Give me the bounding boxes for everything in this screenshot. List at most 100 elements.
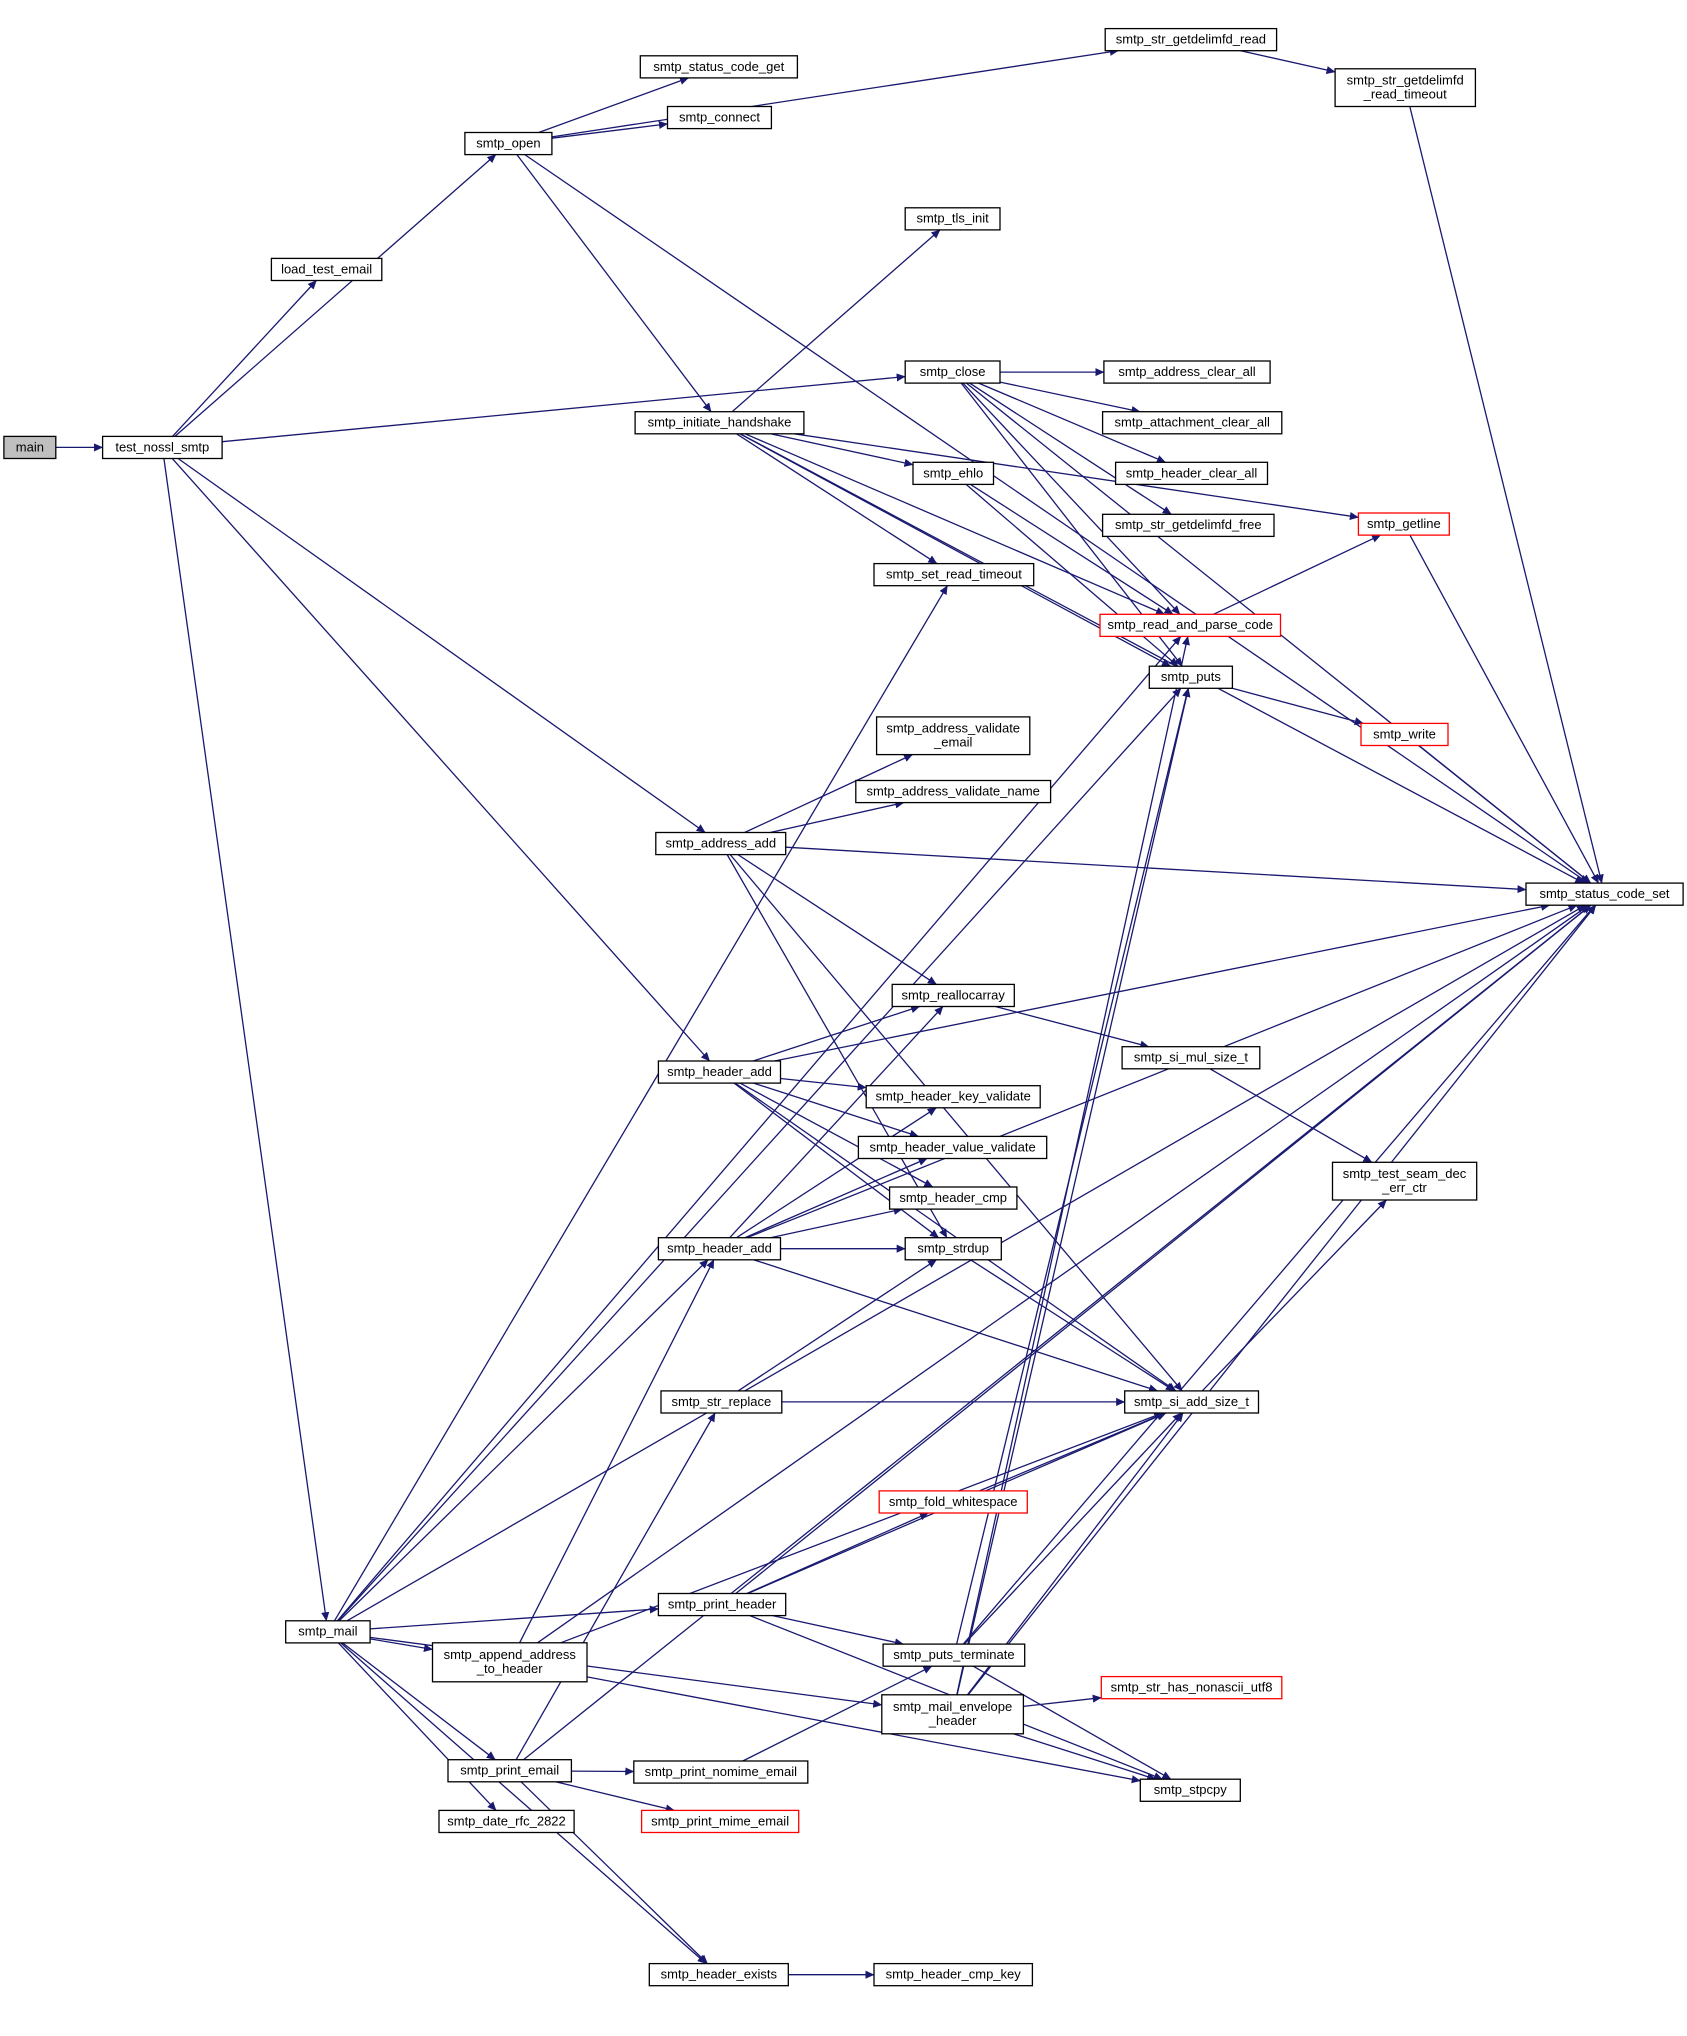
node-box[interactable] bbox=[1331, 1161, 1478, 1201]
node-box[interactable] bbox=[865, 1085, 1041, 1109]
node-box[interactable] bbox=[1103, 360, 1271, 384]
node-smtp_mail_envelope_header[interactable]: smtp_mail_envelope_header bbox=[881, 1694, 1025, 1735]
node-smtp_str_getdelimfd_read_timeout[interactable]: smtp_str_getdelimfd_read_timeout bbox=[1334, 68, 1477, 108]
node-box[interactable] bbox=[431, 1642, 588, 1683]
node-box[interactable] bbox=[1101, 513, 1275, 538]
node-smtp_reallocarray[interactable]: smtp_reallocarray bbox=[891, 983, 1015, 1008]
node-box[interactable] bbox=[3, 435, 57, 460]
node-smtp_address_validate_email[interactable]: smtp_address_validate_email bbox=[875, 716, 1031, 756]
node-box[interactable] bbox=[285, 1620, 371, 1644]
node-box[interactable] bbox=[875, 716, 1031, 756]
node-box[interactable] bbox=[634, 411, 805, 435]
node-box[interactable] bbox=[660, 1390, 783, 1414]
node-box[interactable] bbox=[1099, 613, 1282, 638]
node-box[interactable] bbox=[888, 1186, 1018, 1210]
node-box[interactable] bbox=[882, 1643, 1026, 1667]
node-smtp_str_getdelimfd_free[interactable]: smtp_str_getdelimfd_free bbox=[1101, 513, 1275, 538]
node-box[interactable] bbox=[438, 1809, 575, 1834]
node-smtp_str_replace[interactable]: smtp_str_replace bbox=[660, 1390, 783, 1414]
node-smtp_connect[interactable]: smtp_connect bbox=[666, 105, 773, 130]
node-load_test_email[interactable]: load_test_email bbox=[270, 257, 383, 282]
node-smtp_tls_init[interactable]: smtp_tls_init bbox=[904, 207, 1001, 231]
node-box[interactable] bbox=[1357, 512, 1450, 536]
node-smtp_status_code_get[interactable]: smtp_status_code_get bbox=[639, 55, 799, 79]
node-smtp_getline[interactable]: smtp_getline bbox=[1357, 512, 1450, 536]
node-box[interactable] bbox=[1148, 665, 1234, 689]
node-smtp_puts_terminate[interactable]: smtp_puts_terminate bbox=[882, 1643, 1026, 1667]
node-box[interactable] bbox=[1124, 1390, 1260, 1414]
node-smtp_str_has_nonascii_utf8[interactable]: smtp_str_has_nonascii_utf8 bbox=[1100, 1675, 1283, 1700]
node-box[interactable] bbox=[881, 1694, 1025, 1735]
node-smtp_append_address_to_header[interactable]: smtp_append_address_to_header bbox=[431, 1642, 588, 1683]
node-box[interactable] bbox=[1114, 461, 1269, 486]
node-box[interactable] bbox=[891, 983, 1015, 1008]
node-smtp_open[interactable]: smtp_open bbox=[464, 131, 553, 156]
node-box[interactable] bbox=[270, 257, 383, 282]
node-box[interactable] bbox=[904, 360, 1001, 384]
node-smtp_address_validate_name[interactable]: smtp_address_validate_name bbox=[855, 779, 1052, 804]
node-smtp_set_read_timeout[interactable]: smtp_set_read_timeout bbox=[873, 562, 1035, 587]
node-box[interactable] bbox=[912, 461, 995, 486]
node-smtp_header_cmp_key[interactable]: smtp_header_cmp_key bbox=[873, 1962, 1034, 1987]
node-smtp_str_getdelimfd_read[interactable]: smtp_str_getdelimfd_read bbox=[1104, 27, 1278, 52]
node-box[interactable] bbox=[873, 562, 1035, 587]
node-smtp_status_code_set[interactable]: smtp_status_code_set bbox=[1525, 882, 1684, 906]
node-box[interactable] bbox=[1334, 68, 1477, 108]
node-box[interactable] bbox=[1121, 1046, 1261, 1070]
node-main[interactable]: main bbox=[3, 435, 57, 460]
node-smtp_header_add_a[interactable]: smtp_header_add bbox=[657, 1060, 782, 1084]
node-smtp_print_mime_email[interactable]: smtp_print_mime_email bbox=[640, 1809, 800, 1834]
node-smtp_print_header[interactable]: smtp_print_header bbox=[657, 1592, 787, 1617]
node-smtp_address_add[interactable]: smtp_address_add bbox=[655, 831, 787, 856]
node-smtp_si_add_size_t[interactable]: smtp_si_add_size_t bbox=[1124, 1390, 1260, 1414]
node-box[interactable] bbox=[1101, 411, 1283, 435]
node-box[interactable] bbox=[101, 435, 223, 460]
node-box[interactable] bbox=[640, 1809, 800, 1834]
node-smtp_attachment_clear_all[interactable]: smtp_attachment_clear_all bbox=[1101, 411, 1283, 435]
node-box[interactable] bbox=[666, 105, 773, 130]
node-smtp_header_exists[interactable]: smtp_header_exists bbox=[648, 1962, 789, 1987]
node-smtp_ehlo[interactable]: smtp_ehlo bbox=[912, 461, 995, 486]
node-box[interactable] bbox=[447, 1759, 573, 1783]
node-smtp_print_nomime_email[interactable]: smtp_print_nomime_email bbox=[633, 1760, 809, 1784]
node-smtp_header_add_b[interactable]: smtp_header_add bbox=[657, 1237, 782, 1261]
node-box[interactable] bbox=[1139, 1778, 1241, 1802]
node-smtp_date_rfc_2822[interactable]: smtp_date_rfc_2822 bbox=[438, 1809, 575, 1834]
node-box[interactable] bbox=[657, 1060, 782, 1084]
node-test_nossl_smtp[interactable]: test_nossl_smtp bbox=[101, 435, 223, 460]
node-smtp_header_clear_all[interactable]: smtp_header_clear_all bbox=[1114, 461, 1269, 486]
node-box[interactable] bbox=[633, 1760, 809, 1784]
node-smtp_mail[interactable]: smtp_mail bbox=[285, 1620, 371, 1644]
node-box[interactable] bbox=[639, 55, 799, 79]
node-box[interactable] bbox=[855, 779, 1052, 804]
node-smtp_write[interactable]: smtp_write bbox=[1360, 722, 1449, 747]
node-smtp_test_seam_dec_err_ctr[interactable]: smtp_test_seam_dec_err_ctr bbox=[1331, 1161, 1478, 1201]
node-smtp_print_email[interactable]: smtp_print_email bbox=[447, 1759, 573, 1783]
node-smtp_header_cmp[interactable]: smtp_header_cmp bbox=[888, 1186, 1018, 1210]
node-smtp_address_clear_all[interactable]: smtp_address_clear_all bbox=[1103, 360, 1271, 384]
node-box[interactable] bbox=[657, 1237, 782, 1261]
node-box[interactable] bbox=[857, 1135, 1048, 1160]
node-smtp_initiate_handshake[interactable]: smtp_initiate_handshake bbox=[634, 411, 805, 435]
node-smtp_read_and_parse_code[interactable]: smtp_read_and_parse_code bbox=[1099, 613, 1282, 638]
node-smtp_strdup[interactable]: smtp_strdup bbox=[904, 1237, 1002, 1261]
node-box[interactable] bbox=[1525, 882, 1684, 906]
node-smtp_header_key_validate[interactable]: smtp_header_key_validate bbox=[865, 1085, 1041, 1109]
node-box[interactable] bbox=[657, 1592, 787, 1617]
node-smtp_puts[interactable]: smtp_puts bbox=[1148, 665, 1234, 689]
node-box[interactable] bbox=[655, 831, 787, 856]
node-box[interactable] bbox=[1360, 722, 1449, 747]
node-box[interactable] bbox=[648, 1962, 789, 1987]
node-box[interactable] bbox=[1100, 1675, 1283, 1700]
node-smtp_header_value_validate[interactable]: smtp_header_value_validate bbox=[857, 1135, 1048, 1160]
node-smtp_si_mul_size_t[interactable]: smtp_si_mul_size_t bbox=[1121, 1046, 1261, 1070]
node-box[interactable] bbox=[878, 1490, 1028, 1514]
node-smtp_fold_whitespace[interactable]: smtp_fold_whitespace bbox=[878, 1490, 1028, 1514]
node-smtp_close[interactable]: smtp_close bbox=[904, 360, 1001, 384]
node-box[interactable] bbox=[464, 131, 553, 156]
node-box[interactable] bbox=[873, 1962, 1034, 1987]
node-box[interactable] bbox=[1104, 27, 1278, 52]
node-box[interactable] bbox=[904, 1237, 1002, 1261]
node-smtp_stpcpy[interactable]: smtp_stpcpy bbox=[1139, 1778, 1241, 1802]
node-box[interactable] bbox=[904, 207, 1001, 231]
